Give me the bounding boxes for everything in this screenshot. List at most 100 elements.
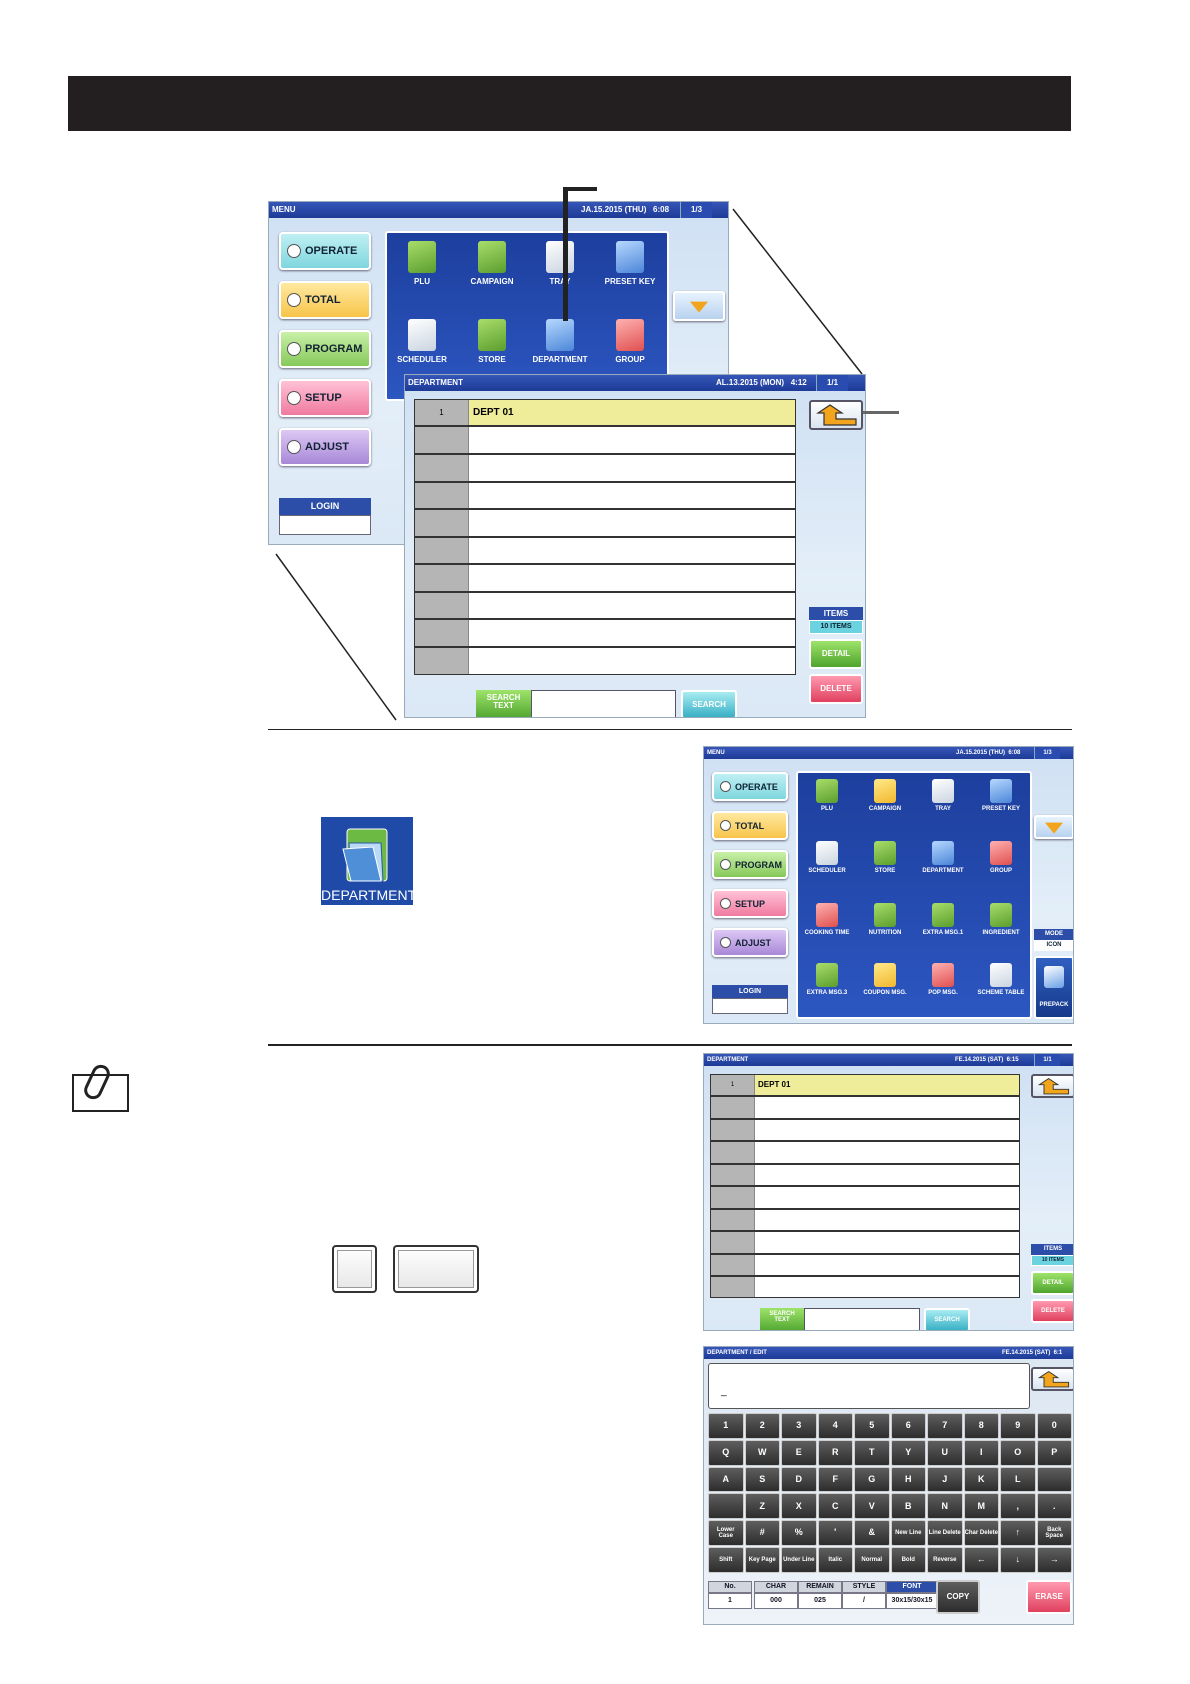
keyboard-key[interactable]: 1 bbox=[708, 1413, 744, 1439]
keyboard-key[interactable]: 5 bbox=[854, 1413, 890, 1439]
keyboard-key[interactable]: K bbox=[963, 1466, 999, 1493]
table-row[interactable] bbox=[710, 1096, 1020, 1119]
keyboard-key[interactable]: , bbox=[1000, 1493, 1036, 1520]
back-button[interactable] bbox=[809, 400, 863, 430]
table-row[interactable] bbox=[414, 564, 796, 592]
login-field[interactable] bbox=[279, 515, 371, 535]
operate-button[interactable]: OPERATE bbox=[279, 232, 371, 270]
campaign-icon-cell[interactable]: CAMPAIGN bbox=[856, 779, 914, 812]
keyboard-key[interactable]: W bbox=[744, 1439, 780, 1466]
keyboard-key[interactable]: Line Delete bbox=[927, 1520, 963, 1546]
keyboard-key[interactable]: Z bbox=[744, 1493, 780, 1520]
keyboard-key[interactable]: B bbox=[890, 1493, 926, 1520]
adjust-button[interactable]: ADJUST bbox=[712, 928, 788, 957]
keyboard-key[interactable]: 9 bbox=[1000, 1413, 1036, 1439]
delete-button[interactable]: DELETE bbox=[1031, 1299, 1073, 1323]
table-row[interactable] bbox=[710, 1276, 1020, 1298]
keyboard-key[interactable] bbox=[708, 1493, 744, 1520]
prepack-button[interactable]: PREPACK bbox=[1034, 956, 1073, 1019]
keyboard-key[interactable]: 4 bbox=[817, 1413, 853, 1439]
table-row[interactable] bbox=[414, 482, 796, 509]
keyboard-key[interactable]: R bbox=[817, 1439, 853, 1466]
table-row[interactable] bbox=[414, 454, 796, 482]
detail-button[interactable]: DETAIL bbox=[1031, 1271, 1073, 1295]
scheduler-icon-cell[interactable]: SCHEDULER bbox=[389, 319, 455, 364]
keyboard-key[interactable]: New Line bbox=[890, 1520, 926, 1546]
keyboard-key[interactable]: D bbox=[781, 1466, 817, 1493]
table-row[interactable] bbox=[414, 509, 796, 537]
erase-button[interactable]: ERASE bbox=[1026, 1580, 1072, 1614]
page-down-button[interactable] bbox=[673, 291, 725, 321]
keyboard-key[interactable]: J bbox=[927, 1466, 963, 1493]
keyboard-key[interactable]: U bbox=[927, 1439, 963, 1466]
plu-icon-cell[interactable]: PLU bbox=[798, 779, 856, 812]
total-button[interactable]: TOTAL bbox=[279, 281, 371, 319]
table-row[interactable] bbox=[710, 1119, 1020, 1141]
keyboard-key[interactable]: ↓ bbox=[1000, 1547, 1036, 1573]
table-row[interactable] bbox=[710, 1254, 1020, 1276]
keyboard-key[interactable]: Back Space bbox=[1036, 1520, 1072, 1546]
extra-msg1-icon-cell[interactable]: EXTRA MSG.1 bbox=[914, 903, 972, 936]
keyboard-key[interactable]: 8 bbox=[963, 1413, 999, 1439]
keyboard-key[interactable]: 2 bbox=[744, 1413, 780, 1439]
table-row[interactable] bbox=[414, 647, 796, 675]
search-input[interactable] bbox=[804, 1308, 920, 1330]
keyboard-key[interactable]: E bbox=[781, 1439, 817, 1466]
login-field[interactable] bbox=[712, 998, 788, 1014]
keyboard-key[interactable]: N bbox=[927, 1493, 963, 1520]
tray-icon-cell[interactable]: TRAY bbox=[914, 779, 972, 812]
operate-button[interactable]: OPERATE bbox=[712, 772, 788, 801]
table-row[interactable] bbox=[414, 537, 796, 564]
keyboard-key[interactable]: V bbox=[854, 1493, 890, 1520]
keyboard-key[interactable]: Normal bbox=[854, 1547, 890, 1573]
keyboard-key[interactable]: S bbox=[744, 1466, 780, 1493]
keyboard-key[interactable]: 0 bbox=[1036, 1413, 1072, 1439]
store-icon-cell[interactable]: STORE bbox=[459, 319, 525, 364]
keyboard-key[interactable] bbox=[1036, 1466, 1072, 1493]
ingredient-icon-cell[interactable]: INGREDIENT bbox=[972, 903, 1030, 936]
table-row[interactable] bbox=[710, 1209, 1020, 1231]
keyboard-key[interactable]: H bbox=[890, 1466, 926, 1493]
keyboard-key[interactable]: Under Line bbox=[781, 1547, 817, 1573]
scheduler-icon-cell[interactable]: SCHEDULER bbox=[798, 841, 856, 874]
text-input-area[interactable]: _ bbox=[708, 1363, 1030, 1409]
keyboard-key[interactable]: % bbox=[781, 1520, 817, 1546]
keyboard-key[interactable]: 6 bbox=[890, 1413, 926, 1439]
search-input[interactable] bbox=[531, 690, 676, 717]
delete-button[interactable]: DELETE bbox=[809, 674, 863, 704]
keyboard-key[interactable]: L bbox=[1000, 1466, 1036, 1493]
back-button[interactable] bbox=[1031, 1074, 1073, 1098]
preset-key-icon-cell[interactable]: PRESET KEY bbox=[595, 241, 665, 286]
keyboard-key[interactable]: Italic bbox=[817, 1547, 853, 1573]
keyboard-key[interactable]: Y bbox=[890, 1439, 926, 1466]
keyboard-key[interactable]: I bbox=[963, 1439, 999, 1466]
coupon-msg-icon-cell[interactable]: COUPON MSG. bbox=[856, 963, 914, 996]
keyboard-key[interactable]: 3 bbox=[781, 1413, 817, 1439]
scheme-table-icon-cell[interactable]: SCHEME TABLE bbox=[972, 963, 1030, 996]
keyboard-key[interactable]: Shift bbox=[708, 1547, 744, 1573]
table-row[interactable] bbox=[710, 1164, 1020, 1186]
keyboard-key[interactable]: Reverse bbox=[927, 1547, 963, 1573]
search-button[interactable]: SEARCH bbox=[924, 1308, 970, 1330]
keyboard-key[interactable]: F bbox=[817, 1466, 853, 1493]
keyboard-key[interactable]: Bold bbox=[890, 1547, 926, 1573]
program-button[interactable]: PROGRAM bbox=[712, 850, 788, 879]
cooking-time-icon-cell[interactable]: COOKING TIME bbox=[798, 903, 856, 936]
keyboard-key[interactable]: Key Page bbox=[744, 1547, 780, 1573]
keyboard-key[interactable]: M bbox=[963, 1493, 999, 1520]
keyboard-key[interactable]: A bbox=[708, 1466, 744, 1493]
table-row[interactable] bbox=[414, 619, 796, 647]
keyboard-key[interactable]: C bbox=[817, 1493, 853, 1520]
nutrition-icon-cell[interactable]: NUTRITION bbox=[856, 903, 914, 936]
department-icon-cell[interactable]: DEPARTMENT bbox=[914, 841, 972, 874]
keyboard-key[interactable]: Lower Case bbox=[708, 1520, 744, 1546]
keyboard-key[interactable]: → bbox=[1036, 1547, 1072, 1573]
table-row[interactable] bbox=[414, 426, 796, 454]
extra-msg3-icon-cell[interactable]: EXTRA MSG.3 bbox=[798, 963, 856, 996]
keyboard-key[interactable]: Q bbox=[708, 1439, 744, 1466]
table-row[interactable] bbox=[710, 1186, 1020, 1209]
copy-button[interactable]: COPY bbox=[936, 1580, 980, 1614]
adjust-button[interactable]: ADJUST bbox=[279, 428, 371, 466]
preset-key-icon-cell[interactable]: PRESET KEY bbox=[972, 779, 1030, 812]
